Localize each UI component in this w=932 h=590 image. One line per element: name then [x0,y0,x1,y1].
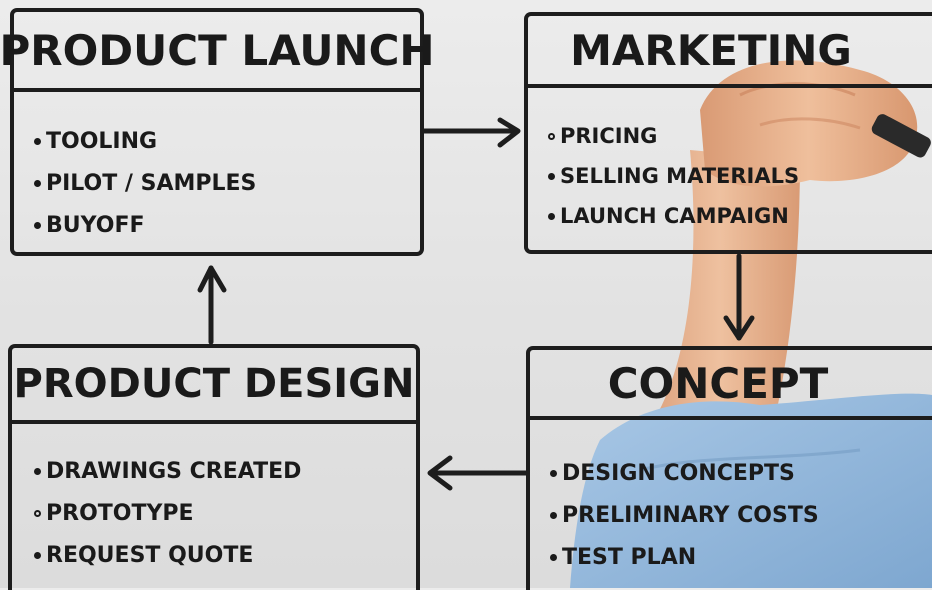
list-item: TEST PLAN [550,536,932,578]
list-item: DESIGN CONCEPTS [550,452,932,494]
arrow-concept-to-design [427,455,529,491]
list-item: DRAWINGS CREATED [34,450,416,492]
box-list-marketing: PRICING SELLING MATERIALS LAUNCH CAMPAIG… [528,92,932,250]
list-item: BUYOFF [34,204,420,246]
box-list-concept: DESIGN CONCEPTS PRELIMINARY COSTS TEST P… [530,424,932,590]
bullet-icon [34,221,41,229]
marker-icon [871,114,931,158]
box-title-concept: CONCEPT [530,350,932,420]
arrow-marketing-to-concept [723,253,755,341]
bullet-icon [548,172,555,180]
bullet-icon [550,469,557,477]
bullet-icon [34,137,41,145]
box-list-product-launch: TOOLING PILOT / SAMPLES BUYOFF [14,92,420,252]
box-title-product-design: PRODUCT DESIGN [12,348,416,424]
arrow-launch-to-marketing [421,117,521,148]
box-marketing: MARKETING PRICING SELLING MATERIALS LAUN… [524,12,932,254]
box-title-product-launch: PRODUCT LAUNCH [0,12,435,92]
bullet-icon [548,132,555,140]
list-item: PROTOTYPE [34,492,416,534]
box-concept: CONCEPT DESIGN CONCEPTS PRELIMINARY COST… [526,346,932,590]
box-title-marketing: MARKETING [528,16,932,88]
bullet-icon [550,511,557,519]
list-item: TOOLING [34,120,420,162]
box-product-design: PRODUCT DESIGN DRAWINGS CREATED PROTOTYP… [8,344,420,590]
bullet-icon [548,212,555,220]
list-item: SELLING MATERIALS [548,156,932,196]
bullet-icon [34,509,41,517]
bullet-icon [550,553,557,561]
list-item: LAUNCH CAMPAIGN [548,196,932,236]
bullet-icon [34,179,41,187]
list-item: REQUEST QUOTE [34,534,416,576]
list-item: PRELIMINARY COSTS [550,494,932,536]
arrow-design-to-launch [197,265,227,345]
box-list-product-design: DRAWINGS CREATED PROTOTYPE REQUEST QUOTE [12,424,416,590]
list-item: PRICING [548,116,932,156]
box-product-launch: PRODUCT LAUNCH TOOLING PILOT / SAMPLES B… [0,8,435,256]
list-item: PILOT / SAMPLES [34,162,420,204]
bullet-icon [34,551,41,559]
bullet-icon [34,467,41,475]
